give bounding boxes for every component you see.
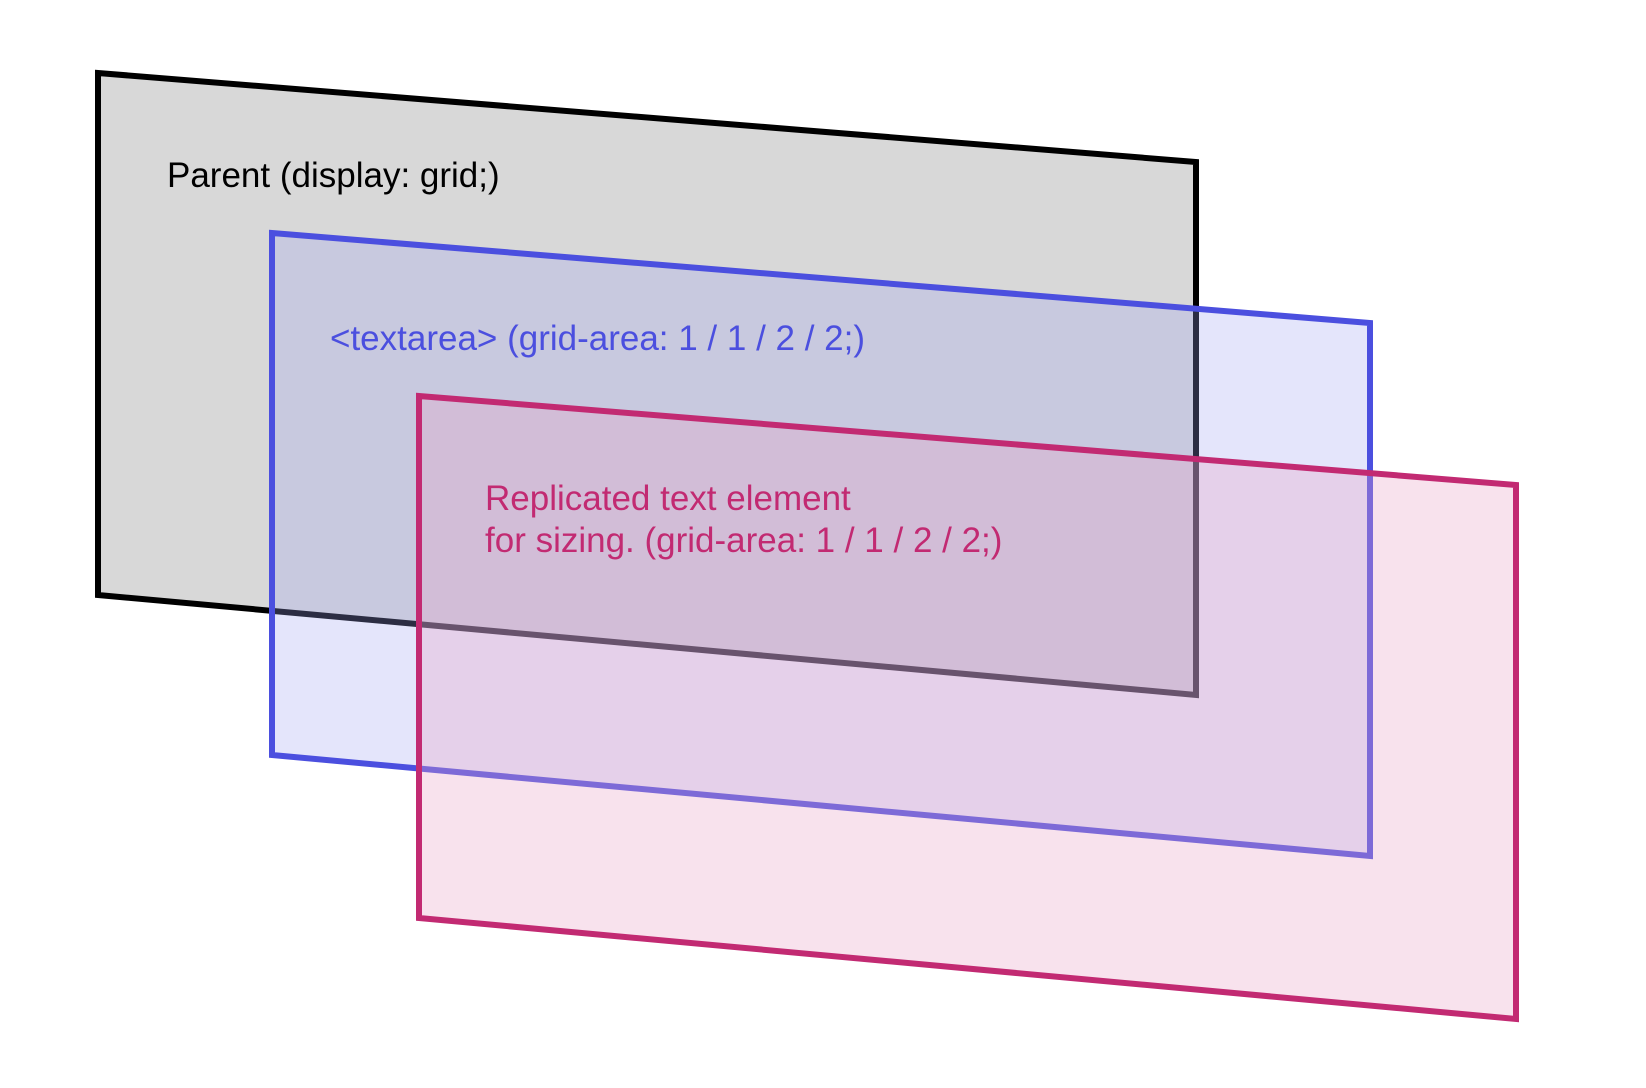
parent-layer bbox=[95, 69, 1199, 699]
textarea-panel bbox=[269, 229, 1373, 860]
parent-label-line: Parent (display: grid;) bbox=[167, 156, 500, 195]
replica-label-line-1: Replicated text element bbox=[485, 479, 851, 518]
parent-label: Parent (display: grid;) bbox=[167, 156, 500, 195]
parent-panel bbox=[95, 69, 1199, 699]
replica-label-line-2: for sizing. (grid-area: 1 / 1 / 2 / 2;) bbox=[485, 521, 1002, 560]
replica-label: Replicated text element for sizing. (gri… bbox=[485, 479, 1002, 560]
replica-panel bbox=[416, 392, 1519, 1023]
textarea-label: <textarea> (grid-area: 1 / 1 / 2 / 2;) bbox=[330, 319, 865, 358]
textarea-layer bbox=[269, 229, 1373, 860]
replica-layer bbox=[416, 392, 1519, 1023]
textarea-label-line: <textarea> (grid-area: 1 / 1 / 2 / 2;) bbox=[330, 319, 865, 358]
